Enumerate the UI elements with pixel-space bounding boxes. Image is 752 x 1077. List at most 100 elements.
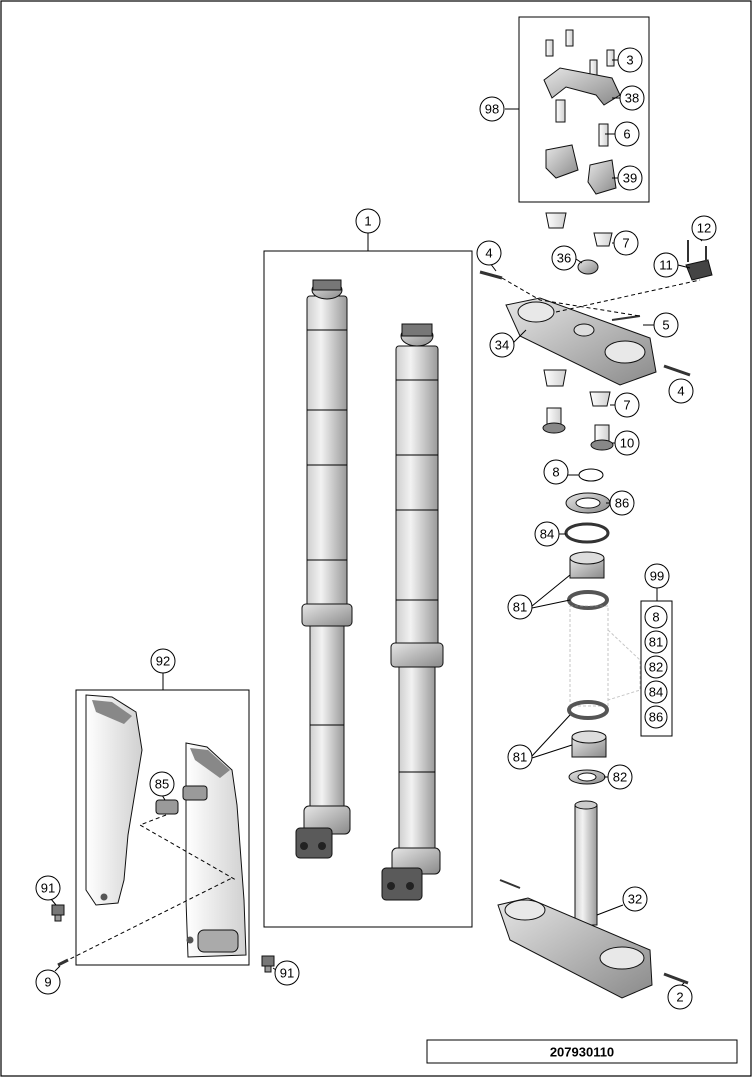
svg-text:84: 84 [540, 527, 554, 542]
callout-1: 1 [355, 208, 381, 234]
svg-text:34: 34 [495, 338, 509, 353]
svg-text:6: 6 [623, 127, 630, 142]
callout-12: 12 [691, 215, 717, 241]
svg-text:3: 3 [626, 53, 633, 68]
assembly-line-upper [501, 277, 641, 317]
nut-36 [577, 259, 599, 275]
svg-text:81: 81 [513, 600, 527, 615]
leader-lines [50, 59, 703, 990]
kit-99-item-1: 8 [644, 605, 668, 629]
screw-4-top [479, 270, 503, 280]
svg-text:32: 32 [628, 892, 642, 907]
svg-text:8: 8 [652, 610, 659, 625]
fork-protector-right [185, 742, 247, 958]
svg-text:4: 4 [485, 246, 492, 261]
callout-98: 98 [479, 96, 505, 122]
dust-ring-84 [564, 522, 610, 544]
handlebar-clamp-lower-39a [545, 144, 579, 179]
clamp-screws [545, 29, 615, 147]
svg-text:81: 81 [513, 750, 527, 765]
callout-6: 6 [614, 121, 640, 147]
callout-4-top: 4 [476, 240, 502, 266]
screw-4-bottom [663, 364, 691, 377]
bearing-81-upper [569, 551, 605, 579]
svg-text:39: 39 [623, 171, 637, 186]
callout-38: 38 [619, 85, 645, 111]
svg-text:38: 38 [625, 91, 639, 106]
callout-84: 84 [534, 521, 560, 547]
svg-text:1: 1 [364, 214, 371, 229]
handlebar-clamp-lower-39b [587, 159, 617, 195]
fork-group-box [263, 250, 473, 928]
svg-text:99: 99 [650, 569, 664, 584]
callout-86: 86 [609, 490, 635, 516]
callout-85: 85 [149, 771, 175, 797]
kit-99-item-3: 82 [644, 655, 668, 679]
svg-text:84: 84 [649, 685, 663, 700]
callout-91-bottom: 91 [274, 960, 300, 986]
svg-text:92: 92 [156, 654, 170, 669]
reference-number: 207930110 [550, 1045, 614, 1060]
callout-7-top: 7 [613, 230, 639, 256]
callout-4-bottom: 4 [668, 378, 694, 404]
svg-text:11: 11 [659, 258, 673, 273]
svg-text:81: 81 [649, 635, 663, 650]
svg-text:86: 86 [615, 496, 629, 511]
svg-text:36: 36 [557, 251, 571, 266]
callout-3: 3 [617, 47, 643, 73]
svg-text:85: 85 [155, 777, 169, 792]
stem-bushings-10 [542, 407, 614, 451]
callout-8: 8 [543, 459, 569, 485]
svg-text:12: 12 [697, 221, 711, 236]
callout-36: 36 [551, 245, 577, 271]
callout-9: 9 [35, 969, 61, 995]
bearing-race-81-lower [567, 700, 609, 720]
screw-9 [57, 958, 69, 967]
callout-82: 82 [607, 764, 633, 790]
callout-34: 34 [489, 332, 515, 358]
o-ring-8 [578, 468, 604, 482]
assembly-line-clip [138, 814, 237, 881]
svg-text:91: 91 [41, 881, 55, 896]
callout-91-left: 91 [35, 875, 61, 901]
svg-text:2: 2 [676, 990, 683, 1005]
reference-number-box [426, 1039, 738, 1064]
lower-triple-clamp-32 [497, 800, 653, 999]
callout-92: 92 [150, 648, 176, 674]
kit-99-item-5: 86 [644, 705, 668, 729]
svg-text:4: 4 [677, 384, 684, 399]
protector-clip-85 [155, 785, 208, 815]
callout-81-upper: 81 [507, 594, 533, 620]
svg-text:5: 5 [662, 318, 669, 333]
holder-11 [685, 259, 713, 281]
svg-text:82: 82 [649, 660, 663, 675]
callout-10: 10 [614, 430, 640, 456]
callout-81-lower: 81 [507, 744, 533, 770]
svg-text:98: 98 [485, 102, 499, 117]
bearing-81-lower [571, 730, 607, 758]
svg-text:91: 91 [280, 966, 294, 981]
screw-5 [611, 315, 641, 321]
svg-text:86: 86 [649, 710, 663, 725]
callout-99: 99 [644, 563, 670, 589]
svg-text:9: 9 [44, 975, 51, 990]
callout-5: 5 [653, 312, 679, 338]
bushings-7 [543, 212, 613, 407]
kit-99-item-4: 84 [644, 680, 668, 704]
svg-text:10: 10 [620, 436, 634, 451]
callout-39: 39 [617, 165, 643, 191]
callout-11: 11 [653, 252, 679, 278]
screw-clamp-lower-top [499, 879, 521, 889]
handlebar-clamp-upper-38 [543, 67, 621, 106]
fork-leg-right [381, 323, 444, 901]
steering-head-ghost [569, 605, 641, 707]
svg-text:82: 82 [613, 770, 627, 785]
svg-text:7: 7 [623, 398, 630, 413]
screw-91-bottom [261, 955, 275, 973]
fork-leg-left [295, 279, 353, 859]
assembly-line-screw-9 [57, 877, 233, 966]
callout-32: 32 [622, 886, 648, 912]
